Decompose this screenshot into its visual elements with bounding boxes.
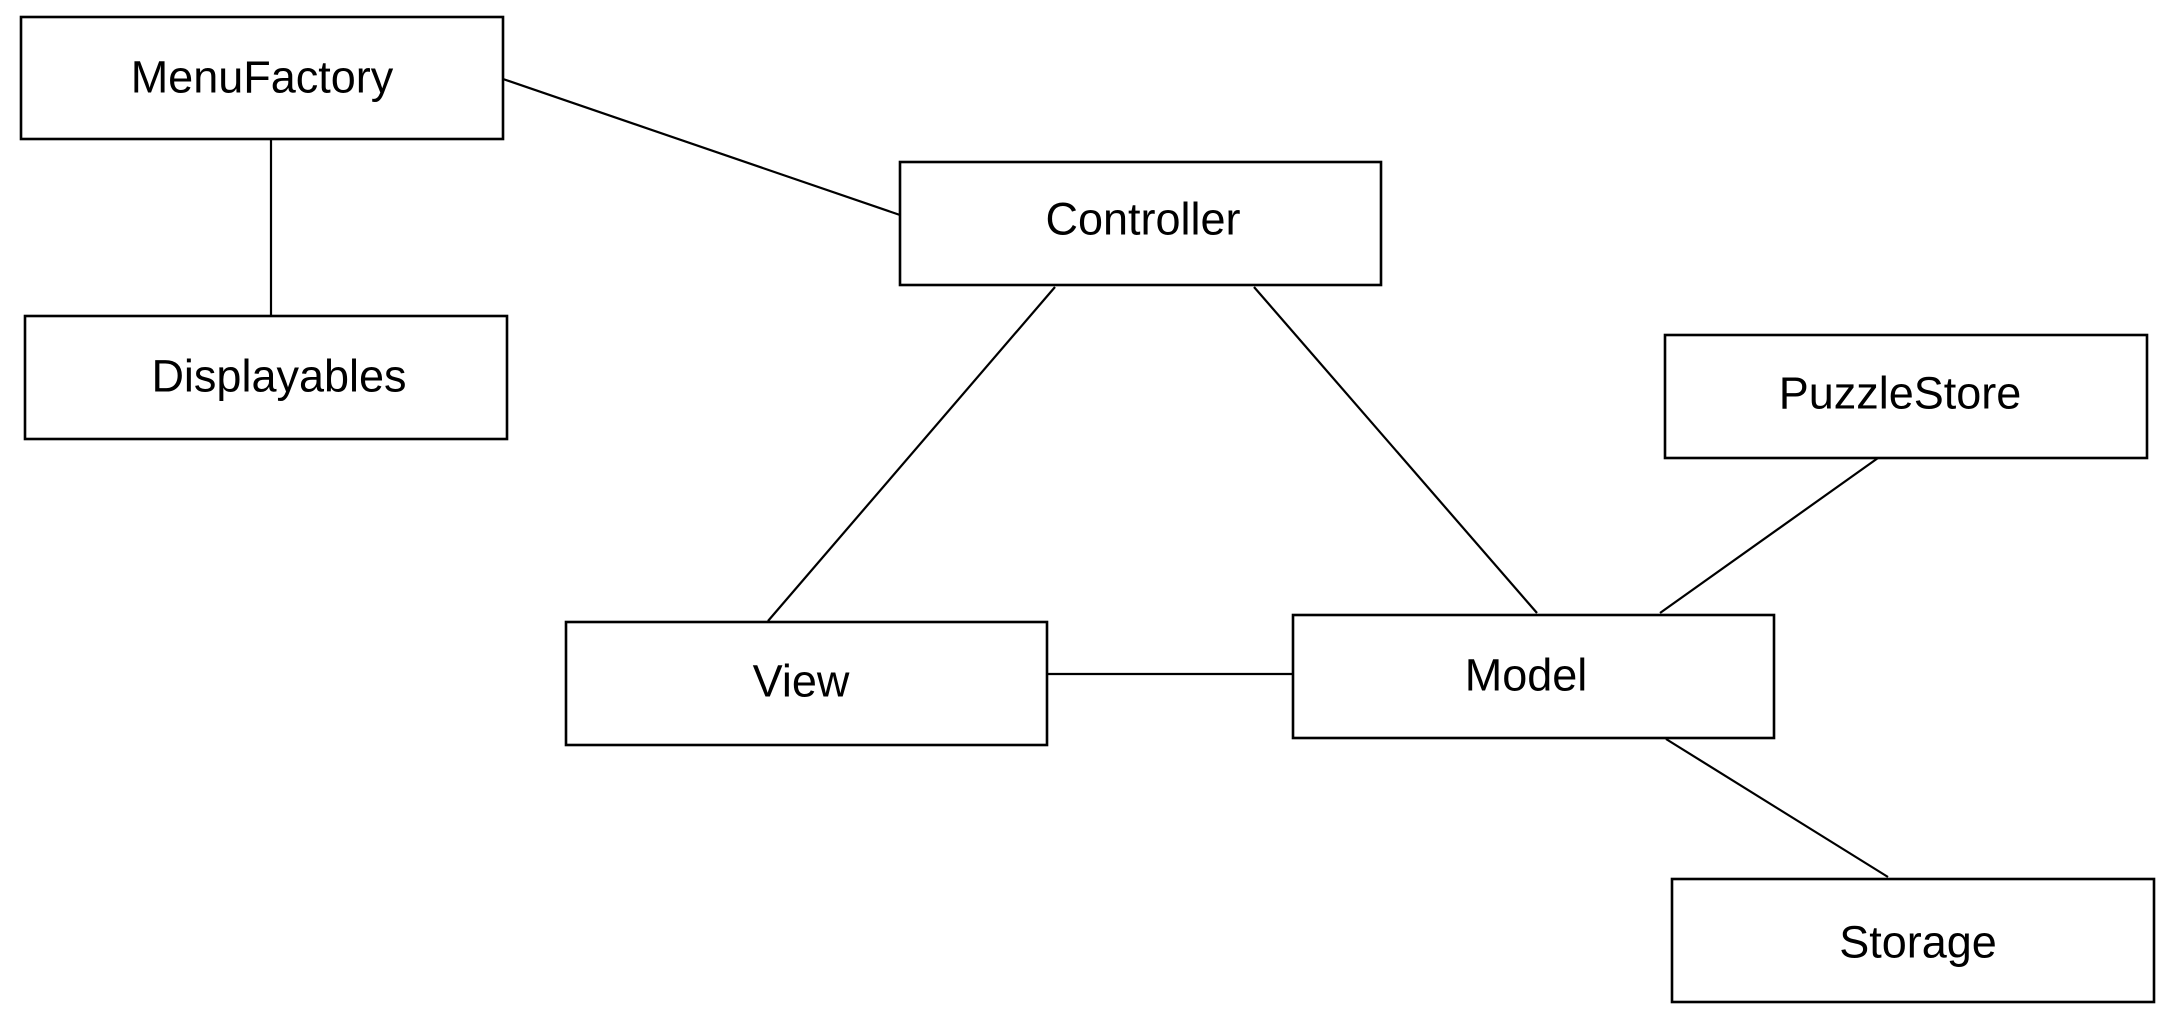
edge-controller-view <box>767 286 1056 622</box>
controller-box <box>898 160 1383 287</box>
puzzlestore-box <box>1663 333 2149 460</box>
controller-label: Controller <box>1045 194 1240 245</box>
model-box <box>1291 613 1776 740</box>
edge-menufactory-controller <box>502 77 901 217</box>
node-puzzlestore[interactable]: PuzzleStore <box>1663 333 2149 460</box>
storage-label: Storage <box>1839 917 1997 968</box>
storage-box <box>1670 877 2156 1004</box>
node-controller[interactable]: Controller <box>898 160 1383 287</box>
menufactory-label: MenuFactory <box>131 52 394 103</box>
node-model[interactable]: Model <box>1291 613 1776 740</box>
edge-model-storage <box>1665 738 1889 878</box>
view-box <box>564 620 1049 747</box>
edges <box>269 77 1889 878</box>
node-storage[interactable]: Storage <box>1670 877 2156 1004</box>
view-label: View <box>753 656 850 707</box>
node-displayables[interactable]: Displayables <box>23 314 509 441</box>
edge-puzzlestore-model <box>1659 457 1879 614</box>
model-label: Model <box>1465 650 1588 701</box>
node-menufactory[interactable]: MenuFactory <box>19 15 505 141</box>
node-view[interactable]: View <box>564 620 1049 747</box>
menufactory-box <box>19 15 505 141</box>
displayables-label: Displayables <box>151 351 406 402</box>
displayables-box <box>23 314 509 441</box>
edge-controller-model <box>1253 286 1538 614</box>
puzzlestore-label: PuzzleStore <box>1779 368 2022 419</box>
